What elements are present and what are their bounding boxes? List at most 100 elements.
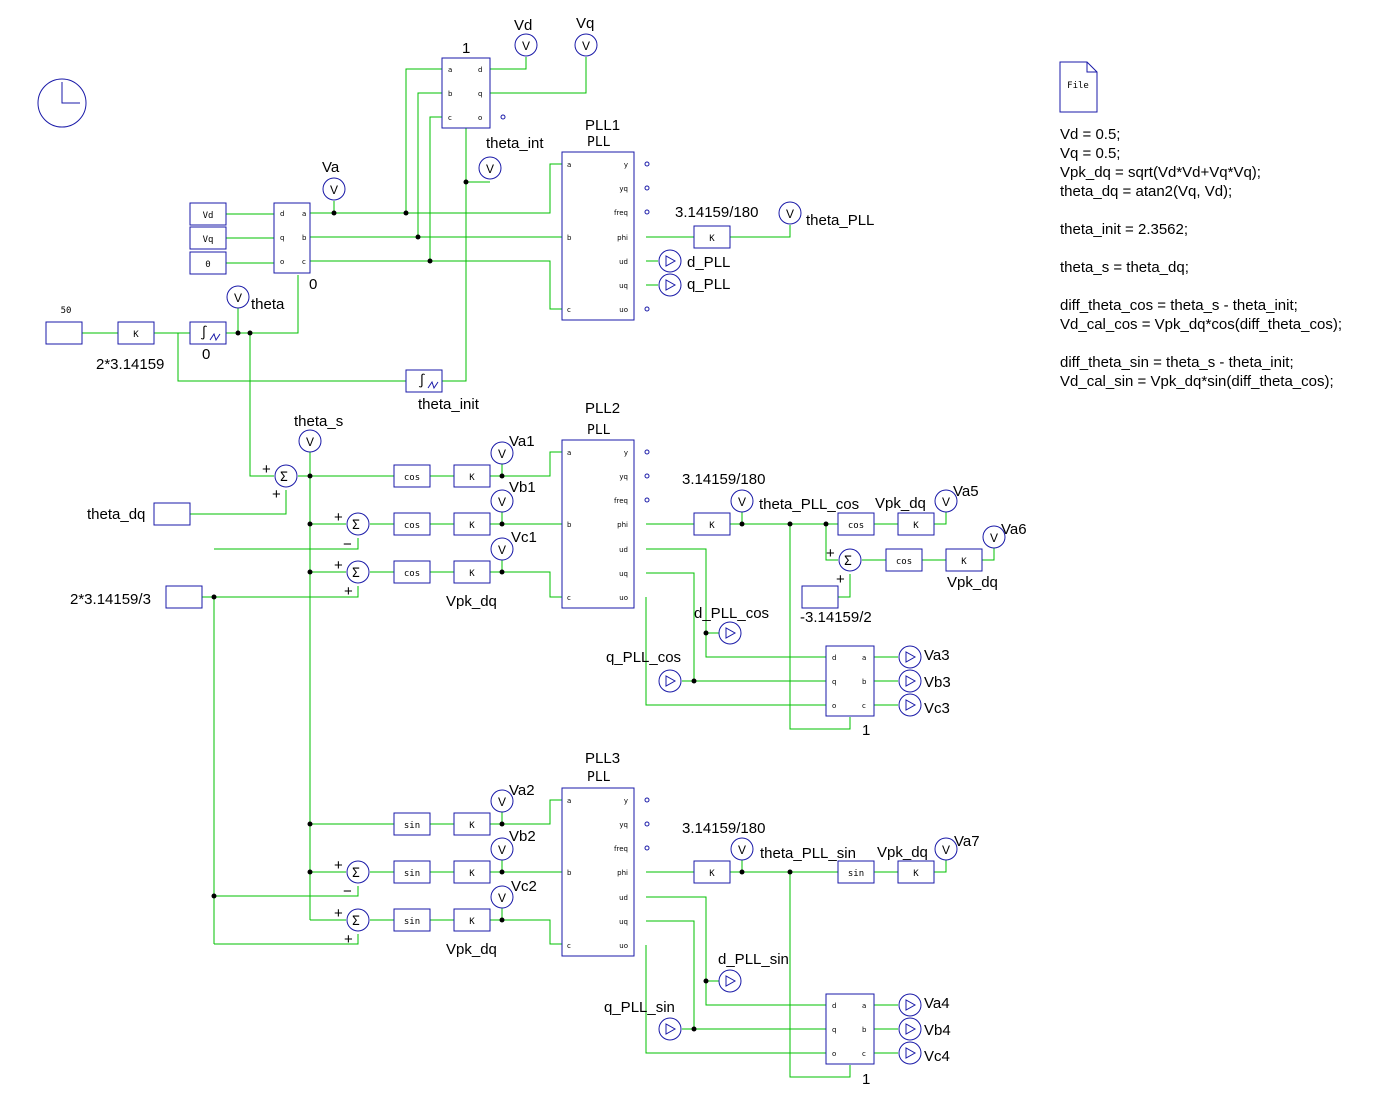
vd-source[interactable]: Vd xyxy=(189,202,227,226)
theta-integrator[interactable]: ∫ 0 xyxy=(189,321,227,363)
pll3-dq-to-abc-block[interactable]: d q o a b c 1 xyxy=(825,993,875,1088)
svg-text:1: 1 xyxy=(862,722,870,739)
dq-to-abc-block[interactable]: d q o a b c 0 xyxy=(273,202,317,293)
theta-sum[interactable]: Σ ++ xyxy=(262,461,298,503)
abc-to-dq-block[interactable]: a b c d q o 1 xyxy=(441,40,506,129)
pll3-gain[interactable]: K 3.14159/180 xyxy=(682,820,765,884)
pll2-block[interactable]: PLL2 PLL a b c y yq freq phi ud uq uo xyxy=(561,400,650,609)
svg-text:d: d xyxy=(832,654,836,662)
pll3-block[interactable]: PLL3 PLL a b c y yq freq phi ud uq uo xyxy=(561,750,650,957)
svg-text:3.14159/180: 3.14159/180 xyxy=(675,204,758,221)
sin-b-gain[interactable]: K xyxy=(453,860,491,884)
pll2-cos-gain[interactable]: K xyxy=(897,512,935,536)
theta-s-meter[interactable]: V theta_s xyxy=(294,413,343,453)
vb3-probe[interactable]: Vb3 xyxy=(898,669,951,693)
sin-c-gain[interactable]: K xyxy=(453,908,491,932)
vd-meter[interactable]: V Vd xyxy=(514,17,538,57)
pll2-cos-function[interactable]: cos xyxy=(837,512,875,536)
cos-c-gain[interactable]: K xyxy=(453,560,491,584)
svg-text:b: b xyxy=(302,234,307,242)
parameter-script: Vd = 0.5;Vq = 0.5;Vpk_dq = sqrt(Vd*Vd+Vq… xyxy=(1060,126,1342,390)
theta-int-meter[interactable]: V theta_int xyxy=(478,135,544,180)
svg-text:−: − xyxy=(343,883,352,900)
theta-pll-cos-meter[interactable]: V theta_PLL_cos xyxy=(730,489,859,513)
svg-text:yq: yq xyxy=(619,821,628,829)
svg-text:Va2: Va2 xyxy=(509,782,535,799)
svg-text:File: File xyxy=(1067,81,1089,91)
phase-shift-source[interactable]: 2*3.14159/3 xyxy=(70,585,203,609)
cos-b-gain[interactable]: K xyxy=(453,512,491,536)
vc3-probe[interactable]: Vc3 xyxy=(898,693,950,717)
d-pll-sin-probe[interactable]: d_PLL_sin xyxy=(718,951,789,993)
pll1-block[interactable]: PLL1 PLL a b c y yq freq phi ud uq uo xyxy=(561,117,650,321)
pll3-sin-function[interactable]: sin xyxy=(837,860,875,884)
svg-text:K: K xyxy=(709,234,715,244)
pll2-dq-to-abc-block[interactable]: d q o a b c 1 xyxy=(825,645,875,739)
svg-text:Vb4: Vb4 xyxy=(924,1022,951,1039)
cos-a-gain[interactable]: K xyxy=(453,464,491,488)
sin-a-gain[interactable]: K xyxy=(453,812,491,836)
q-pll-cos-probe[interactable]: q_PLL_cos xyxy=(606,649,682,693)
va-meter[interactable]: V Va xyxy=(322,159,346,201)
pll2-shift-gain[interactable]: K xyxy=(945,548,983,572)
svg-text:2*3.14159: 2*3.14159 xyxy=(96,356,164,373)
svg-text:+: + xyxy=(334,509,343,526)
zero-source[interactable]: 0 xyxy=(189,251,227,275)
svg-text:V: V xyxy=(498,795,506,809)
theta-pll-sin-meter[interactable]: V theta_PLL_sin xyxy=(730,837,856,862)
va3-probe[interactable]: Va3 xyxy=(898,645,950,669)
q-pll-sin-probe[interactable]: q_PLL_sin xyxy=(604,999,682,1041)
clock-icon[interactable] xyxy=(37,78,87,128)
svg-text:theta_int: theta_int xyxy=(486,135,544,152)
sin-b-sum[interactable]: Σ +− xyxy=(334,857,370,900)
svg-text:o: o xyxy=(280,258,284,266)
svg-text:sin: sin xyxy=(404,821,420,831)
theta-init-integrator[interactable]: ∫ theta_init xyxy=(405,369,480,413)
svg-text:V: V xyxy=(498,543,506,557)
svg-text:+: + xyxy=(272,486,281,503)
minus-half-pi-source[interactable]: -3.14159/2 xyxy=(800,585,872,626)
va4-probe[interactable]: Va4 xyxy=(898,993,950,1017)
svg-text:V: V xyxy=(498,495,506,509)
pll2-gain[interactable]: K 3.14159/180 xyxy=(682,471,765,536)
theta-pll-meter[interactable]: V theta_PLL xyxy=(778,201,874,229)
svg-text:o: o xyxy=(478,114,482,122)
vq-source[interactable]: Vq xyxy=(189,226,227,250)
pll1-uq-probe[interactable]: q_PLL xyxy=(646,273,730,297)
omega-gain[interactable]: K 2*3.14159 xyxy=(96,321,164,373)
svg-text:uq: uq xyxy=(619,570,628,578)
d-pll-cos-probe[interactable]: d_PLL_cos xyxy=(694,605,769,645)
pll3-sin-gain[interactable]: K xyxy=(897,860,935,884)
svg-text:sin: sin xyxy=(404,917,420,927)
cos-c-function[interactable]: cos xyxy=(393,560,431,584)
sin-c-sum[interactable]: Σ ++ xyxy=(334,905,370,948)
pll1-gain[interactable]: K 3.14159/180 xyxy=(675,204,758,249)
freq-source[interactable]: 50 xyxy=(45,306,83,345)
vc4-probe[interactable]: Vc4 xyxy=(898,1041,950,1065)
cos-b-function[interactable]: cos xyxy=(393,512,431,536)
script-line: theta_s = theta_dq; xyxy=(1060,259,1189,276)
sin-a-function[interactable]: sin xyxy=(393,812,431,836)
vq-meter[interactable]: V Vq xyxy=(574,15,598,57)
pll2-phase-sum[interactable]: Σ ++ xyxy=(826,545,862,588)
cos-a-function[interactable]: cos xyxy=(393,464,431,488)
pll2-shift-cos-function[interactable]: cos xyxy=(885,548,923,572)
theta-meter[interactable]: V theta xyxy=(226,285,285,313)
sin-c-function[interactable]: sin xyxy=(393,908,431,932)
vb4-probe[interactable]: Vb4 xyxy=(898,1017,951,1041)
cos-c-sum[interactable]: Σ ++ xyxy=(334,557,370,600)
theta-dq-source[interactable]: theta_dq xyxy=(87,502,191,526)
file-icon[interactable]: File xyxy=(1059,61,1098,113)
cos-b-sum[interactable]: Σ +− xyxy=(334,509,370,553)
pll1-ud-probe[interactable]: d_PLL xyxy=(646,249,730,273)
sin-b-function[interactable]: sin xyxy=(393,860,431,884)
